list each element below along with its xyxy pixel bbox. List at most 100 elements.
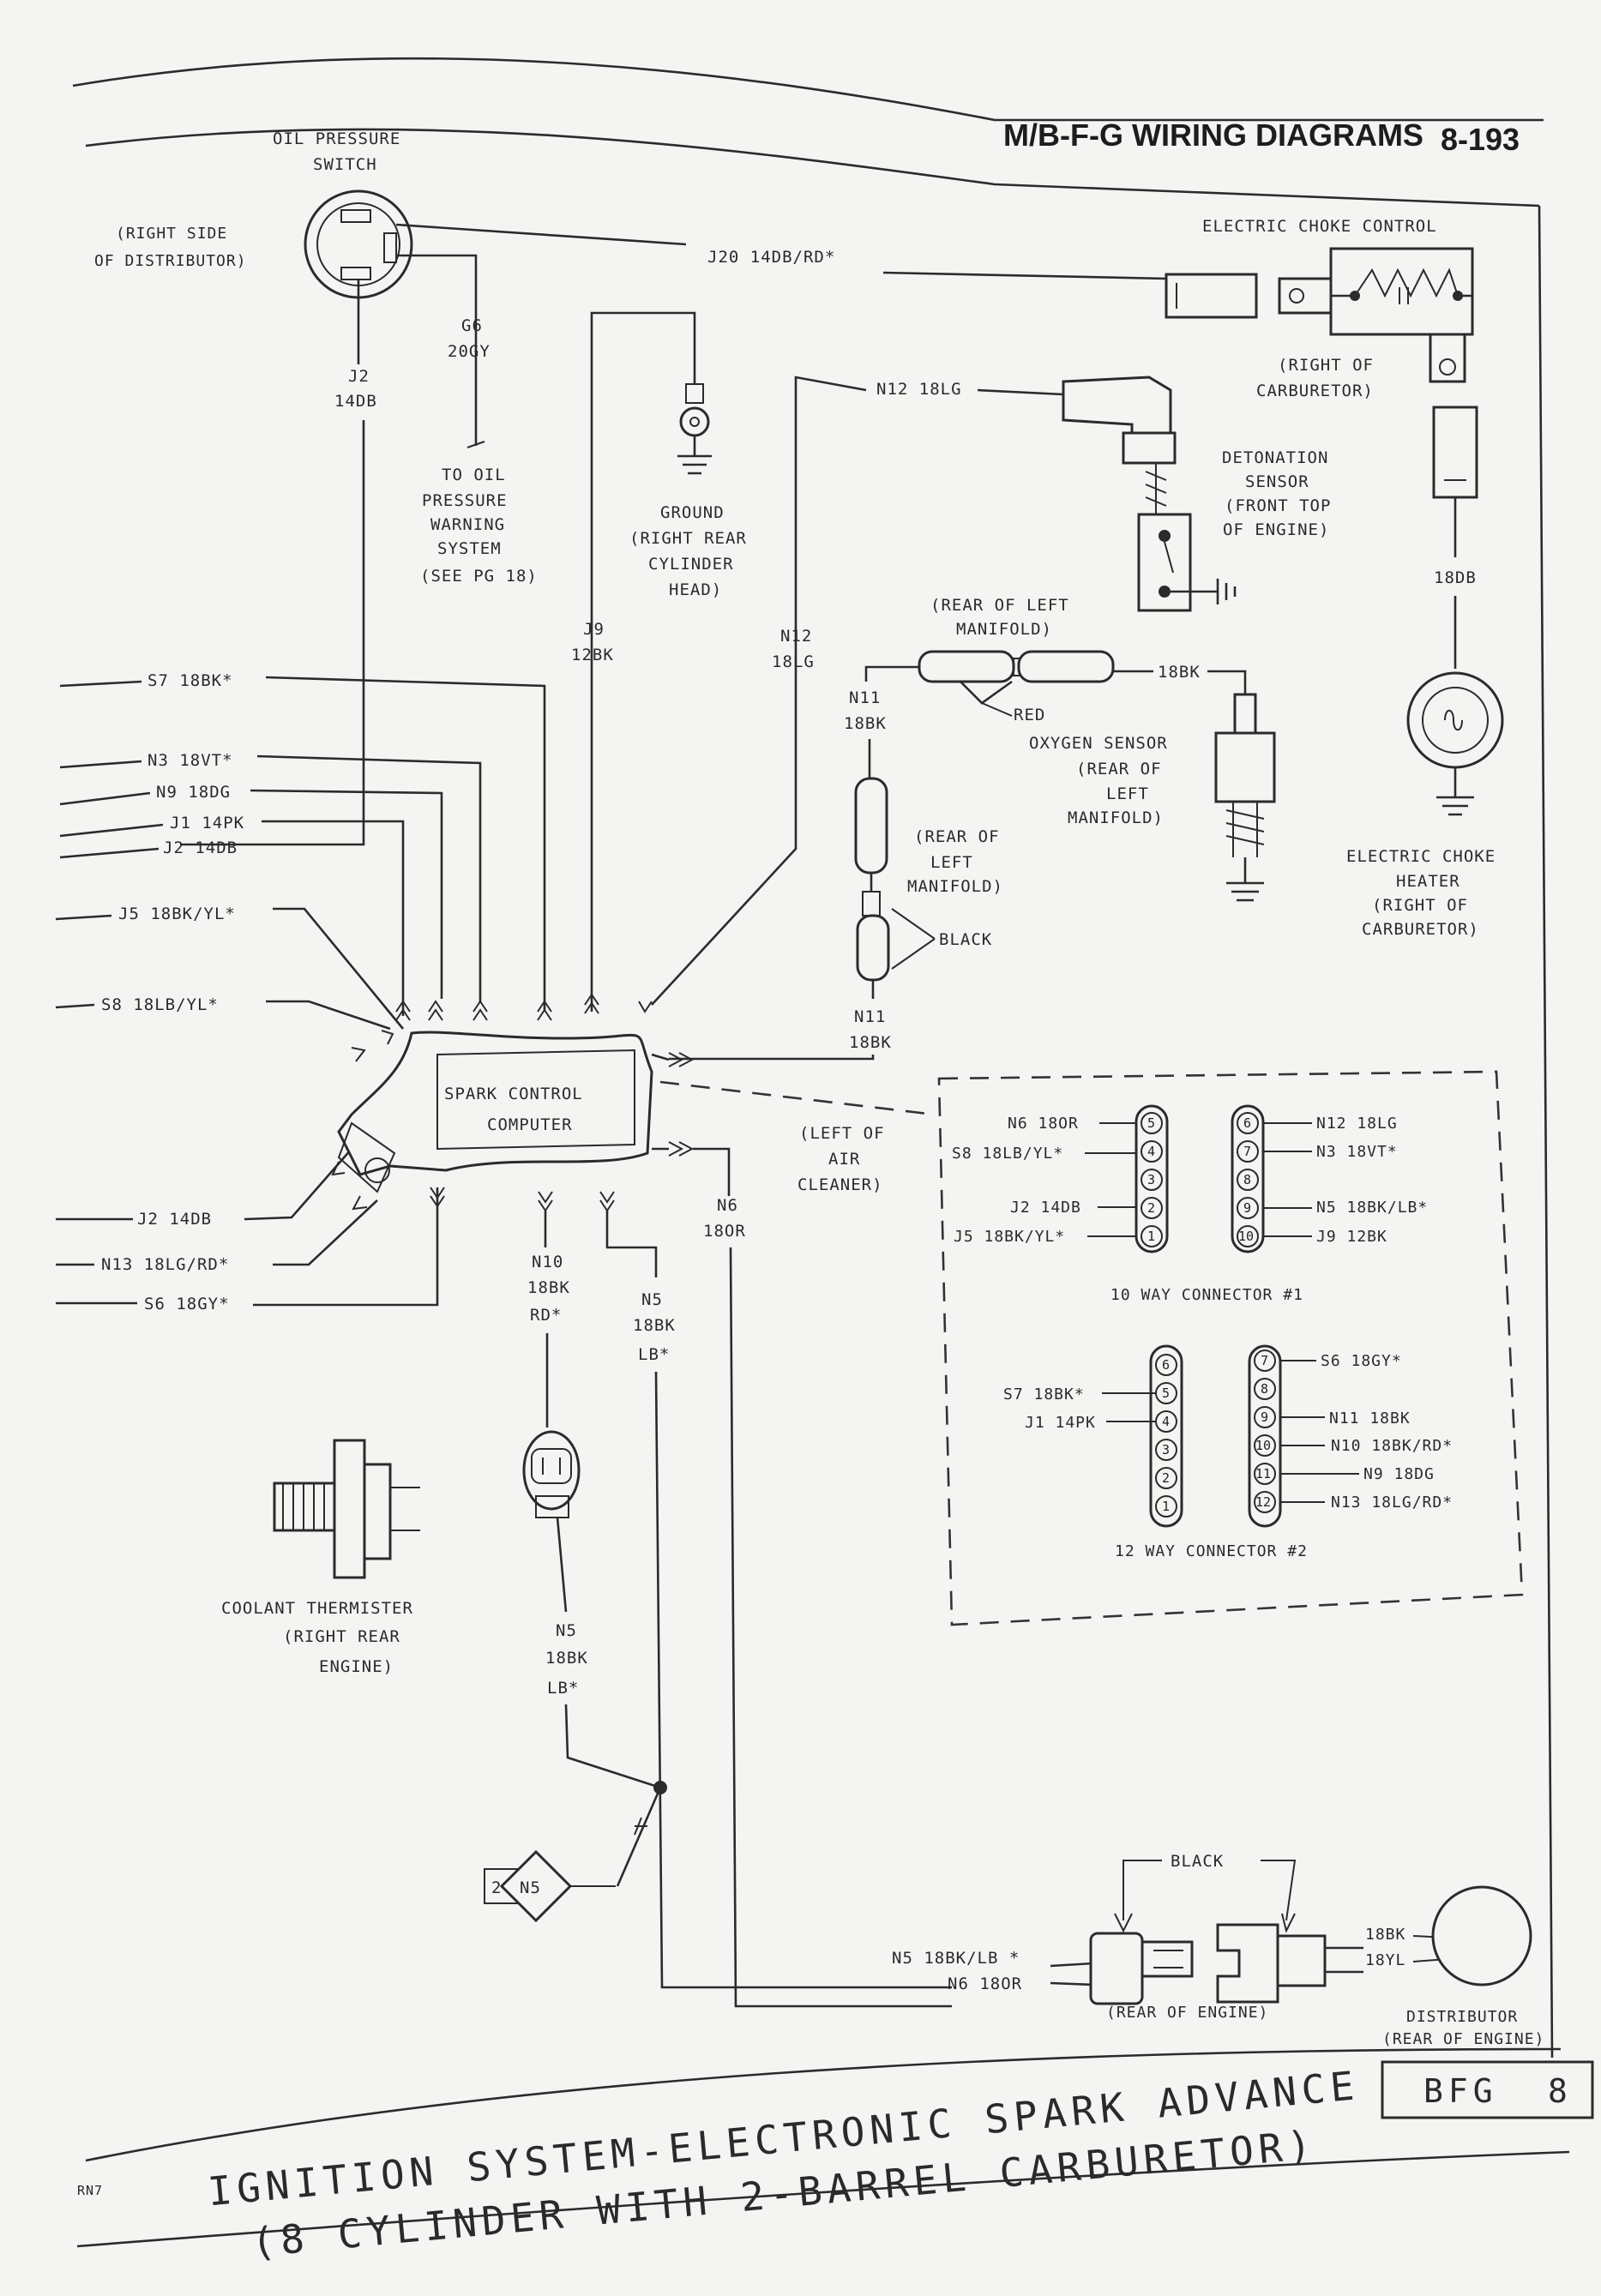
- wire-n5-lower-label-2: 18BK: [545, 1649, 588, 1668]
- svg-text:7: 7: [1261, 1353, 1268, 1368]
- wire-n3: [256, 754, 482, 1003]
- detonation-label-4: OF ENGINE): [1223, 520, 1329, 539]
- dist-wire-bk: 18BK: [1365, 1926, 1405, 1944]
- right-side-distributor-2: OF DISTRIBUTOR): [94, 252, 247, 270]
- svg-text:9: 9: [1243, 1200, 1251, 1216]
- svg-text:2: 2: [1147, 1200, 1155, 1216]
- right-side-distributor-1: (RIGHT SIDE: [116, 225, 227, 243]
- connector-callout-line: [659, 1080, 936, 1116]
- header-page-number: 8-193: [1441, 122, 1520, 157]
- wire-s8: [266, 1000, 391, 1031]
- electric-choke-control-label: ELECTRIC CHOKE CONTROL: [1202, 217, 1437, 236]
- svg-text:1: 1: [1162, 1499, 1170, 1514]
- wire-n10-label-1: N10: [532, 1253, 563, 1271]
- wire-n12-mid-label-1: N12: [780, 627, 812, 646]
- wire-n6-label-1: N6: [717, 1196, 738, 1215]
- oxygen-sensor-label-2: (REAR OF: [1076, 760, 1162, 778]
- choke-heater-label-2: HEATER: [1396, 872, 1460, 891]
- wire-j5: [273, 907, 405, 1030]
- wire-j2-label: J2 14DB: [163, 838, 238, 857]
- wire-18db-label: 18DB: [1434, 568, 1477, 587]
- wire-s7-label: S7 18BK*: [147, 671, 233, 690]
- c1-right-label-2: N5 18BK/LB*: [1316, 1199, 1428, 1217]
- detonation-sensor-boot: [1122, 431, 1177, 465]
- connector-1-left-pins: 5 4 3 2 1: [1141, 1112, 1163, 1247]
- connector-2-left-pins: 6 5 4 3 2 1: [1155, 1354, 1177, 1518]
- svg-text:6: 6: [1162, 1357, 1170, 1373]
- wire-j2-top-b: [180, 420, 365, 846]
- choke-terminal-icon: [1429, 333, 1466, 383]
- wire-n5-lower-label-3: LB*: [547, 1679, 579, 1698]
- wire-s6: [253, 1187, 439, 1307]
- wire-j2-low: [244, 1148, 352, 1221]
- detonation-label-3: (FRONT TOP: [1225, 496, 1331, 515]
- footer-code-box: [1381, 2060, 1594, 2119]
- svg-text:6: 6: [1243, 1115, 1251, 1131]
- svg-text:3: 3: [1162, 1442, 1170, 1458]
- rear-left-manifold-2b: LEFT: [930, 853, 973, 872]
- oxygen-sensor-thread-icon: [1225, 802, 1265, 857]
- svg-text:4: 4: [1147, 1144, 1155, 1159]
- svg-text:10: 10: [1255, 1438, 1271, 1453]
- wire-j1-label: J1 14PK: [170, 814, 244, 832]
- wire-n6-bottom-label: N6 18OR: [948, 1974, 1022, 1993]
- detonation-sensor-thread-icon: [1145, 463, 1167, 514]
- oxygen-sensor-label-1: OXYGEN SENSOR: [1029, 734, 1168, 753]
- wire-n5-upper: [654, 1371, 952, 1989]
- svg-text:8: 8: [1243, 1172, 1251, 1187]
- dist-connector-right-icon: [1216, 1923, 1279, 2004]
- rear-of-engine-label: (REAR OF ENGINE): [1106, 2004, 1268, 2022]
- left-of-air-cleaner-1: (LEFT OF: [799, 1124, 885, 1143]
- wire-s8-label: S8 18LB/YL*: [101, 995, 219, 1014]
- wire-n9: [250, 789, 443, 999]
- distributor-label-2: (REAR OF ENGINE): [1382, 2030, 1544, 2048]
- svg-text:9: 9: [1261, 1409, 1268, 1425]
- oxygen-sensor-label-4: MANIFOLD): [1068, 808, 1164, 827]
- oil-switch-terminal-top: [340, 209, 371, 223]
- to-oil-pressure-3: WARNING: [430, 515, 505, 534]
- wire-s6-label: S6 18GY*: [144, 1295, 230, 1313]
- footer-box-num: 8: [1548, 2072, 1573, 2110]
- wire-j2-top-label-2: 14DB: [334, 392, 377, 411]
- c2-left-label-0: S7 18BK*: [1003, 1385, 1085, 1403]
- svg-text:5: 5: [1147, 1115, 1155, 1131]
- ground-ring-icon: [679, 406, 710, 437]
- svg-text:2: 2: [1162, 1470, 1170, 1486]
- right-of-carb-1a: (RIGHT OF: [1278, 356, 1374, 375]
- right-of-carb-1b: CARBURETOR): [1256, 382, 1374, 400]
- oil-switch-terminal-bottom: [340, 267, 371, 280]
- wire-n11-bot-label-1: N11: [854, 1007, 886, 1026]
- wire-g6-label-2: 20GY: [448, 342, 491, 361]
- connector-2-right-pins: 7 8 9 10 11 12: [1254, 1349, 1276, 1513]
- distributor-label-1: DISTRIBUTOR: [1406, 2008, 1518, 2026]
- wire-n11-bot-label-2: 18BK: [849, 1033, 892, 1052]
- wire-n11-top-label-2: 18BK: [844, 714, 887, 733]
- svg-text:1: 1: [1147, 1229, 1155, 1244]
- wire-n10-label-3: RD*: [530, 1306, 562, 1325]
- choke-plug-right-icon: [1278, 277, 1333, 315]
- to-oil-pressure-2: PRESSURE: [422, 491, 508, 510]
- connector-1-title: 10 WAY CONNECTOR #1: [1110, 1286, 1303, 1304]
- wire-n6-label-2: 18OR: [703, 1222, 746, 1241]
- ground-label-3: CYLINDER: [648, 555, 734, 574]
- wire-n12: [651, 376, 867, 1006]
- oxygen-sensor-top-icon: [1233, 693, 1257, 735]
- c1-left-label-2: J2 14DB: [1010, 1199, 1081, 1217]
- rear-left-manifold-1b: MANIFOLD): [956, 620, 1052, 639]
- wire-n12-top-label: N12 18LG: [876, 380, 962, 399]
- choke-heater-label-3: (RIGHT OF: [1372, 896, 1468, 915]
- c2-right-label-2: N10 18BK/RD*: [1331, 1437, 1453, 1455]
- choke-plug-left-icon: [1165, 273, 1258, 319]
- wire-j2-low-label: J2 14DB: [137, 1210, 212, 1229]
- page-border-right: [1538, 205, 1554, 2059]
- wire-j1: [262, 820, 405, 1016]
- svg-text:7: 7: [1243, 1144, 1251, 1159]
- spark-computer-port-icon: [337, 1121, 396, 1193]
- wire-n5-lower-label-1: N5: [556, 1621, 577, 1640]
- wire-g6-end: [466, 441, 485, 448]
- c1-right-label-3: J9 12BK: [1316, 1228, 1387, 1246]
- oxygen-sensor-body-icon: [1214, 731, 1276, 803]
- c1-left-label-3: J5 18BK/YL*: [954, 1228, 1065, 1246]
